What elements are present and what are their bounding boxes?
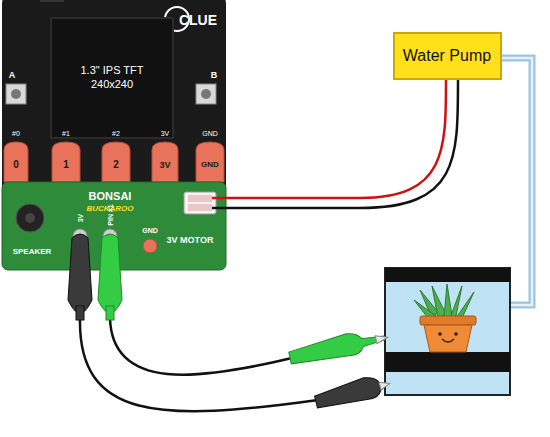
display-screen: 1.3" IPS TFT 240x240 xyxy=(50,17,174,139)
clip-tail xyxy=(76,306,84,320)
black-wire xyxy=(212,80,458,208)
speaker xyxy=(16,204,44,232)
leaf xyxy=(456,292,474,318)
pin-name: GND xyxy=(142,227,158,234)
button-b-cap xyxy=(201,89,211,99)
touch-pad xyxy=(52,142,80,182)
part-name: SPEAKER xyxy=(13,248,52,256)
leaf xyxy=(432,286,446,318)
clip-jaw xyxy=(379,380,391,390)
pin-name: 3V xyxy=(77,214,84,223)
pad-number: GND xyxy=(201,161,219,169)
pot-eye xyxy=(454,332,458,336)
button-label: A xyxy=(9,71,16,80)
board-logo: CLUE xyxy=(179,13,217,27)
green-plant-clip xyxy=(288,325,390,368)
pin-name: #1 xyxy=(62,130,70,137)
black-clip-wire xyxy=(80,318,318,411)
green-alligator-clip xyxy=(98,234,122,320)
clip-body xyxy=(98,234,122,313)
speaker-hole xyxy=(25,213,35,223)
node-text: 1.3" IPS TFT 240x240 xyxy=(62,64,162,92)
black-alligator-clip xyxy=(68,234,92,320)
pin-name: GND xyxy=(202,130,218,137)
clip-body xyxy=(68,234,92,313)
button-label: B xyxy=(211,71,218,80)
board-name: BONSAI xyxy=(89,191,132,202)
touch-pad xyxy=(152,142,178,182)
motor-socket xyxy=(188,195,212,202)
gnd-pad xyxy=(143,239,157,253)
pin-name: 3V xyxy=(161,130,170,137)
connector-name: 3V MOTOR xyxy=(167,236,214,245)
pin-name: #2 xyxy=(112,130,120,137)
red-wire xyxy=(212,80,446,198)
pad-number: 1 xyxy=(63,160,69,170)
pot-rim xyxy=(420,316,476,325)
button-b xyxy=(196,84,216,104)
pump-box: Water Pump xyxy=(393,32,502,80)
plant-band xyxy=(385,268,510,282)
clip-jaw xyxy=(375,333,388,343)
leaf xyxy=(414,300,436,318)
green-clip-wire xyxy=(110,318,292,375)
clip-tail xyxy=(106,306,114,320)
touch-pad xyxy=(196,142,224,182)
plant-pot xyxy=(424,325,472,352)
leaf xyxy=(444,284,452,318)
pad-number: 2 xyxy=(113,160,119,170)
pad-number: 3V xyxy=(159,161,170,170)
motor-socket xyxy=(188,204,212,211)
black-plant-clip xyxy=(313,372,392,412)
button-a xyxy=(6,84,26,104)
plant-shelf xyxy=(385,352,510,372)
top-component xyxy=(40,0,64,2)
touch-pad xyxy=(4,142,28,182)
motor-connector xyxy=(184,192,216,214)
clue-board xyxy=(2,0,226,200)
pot-smile xyxy=(442,339,454,342)
node-text: Water Pump xyxy=(403,46,491,66)
plant-frame xyxy=(385,268,510,395)
pot-eye xyxy=(438,332,442,336)
clip-body xyxy=(313,373,386,412)
pin-name: PIN #1 xyxy=(107,204,114,225)
clip-body xyxy=(288,326,387,368)
touch-pad xyxy=(102,142,130,182)
button-a-cap xyxy=(11,89,21,99)
pad-number: 0 xyxy=(13,160,19,170)
pin-name: #0 xyxy=(12,130,20,137)
